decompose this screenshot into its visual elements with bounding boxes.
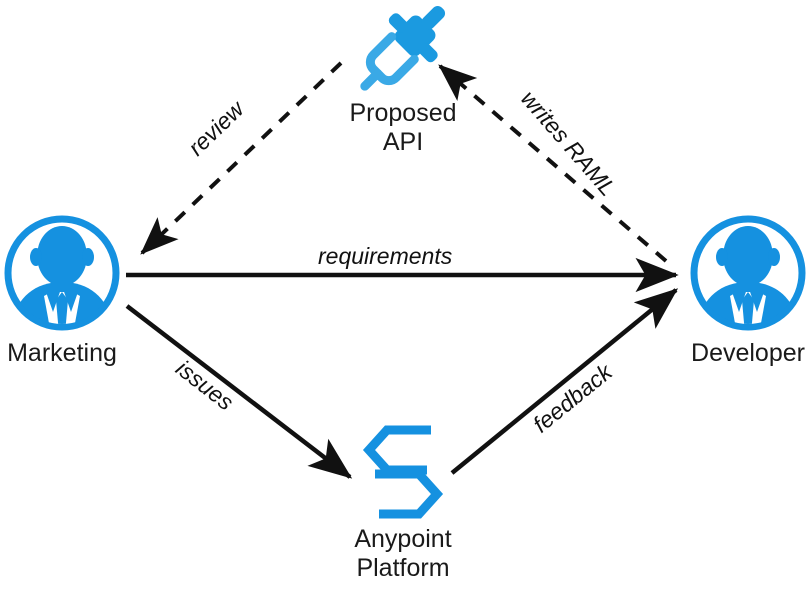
edge-line-review	[140, 61, 343, 255]
node-label-anypoint-line1: Anypoint	[354, 525, 452, 553]
edge-label-requirements: requirements	[318, 243, 453, 269]
edge-line-feedback	[450, 288, 679, 475]
plug-icon	[318, 2, 488, 99]
node-marketing[interactable]: Marketing	[0, 212, 132, 368]
node-label-proposed-api-line1: Proposed	[349, 99, 457, 127]
node-label-marketing: Marketing	[7, 339, 117, 367]
node-label-anypoint-line2: Platform	[356, 554, 450, 582]
node-developer[interactable]: Developer	[678, 212, 812, 368]
node-label-proposed-api-line2: API	[382, 128, 424, 156]
edge-line-writes-raml	[438, 64, 668, 263]
anypoint-logo-icon	[320, 424, 486, 525]
node-anypoint-platform[interactable]: Anypoint Platform	[320, 424, 486, 583]
node-label-developer: Developer	[691, 339, 805, 367]
edge-line-issues	[125, 304, 353, 479]
person-avatar-icon	[0, 212, 132, 339]
person-avatar-icon	[678, 212, 812, 339]
node-proposed-api[interactable]: Proposed API	[318, 2, 488, 157]
